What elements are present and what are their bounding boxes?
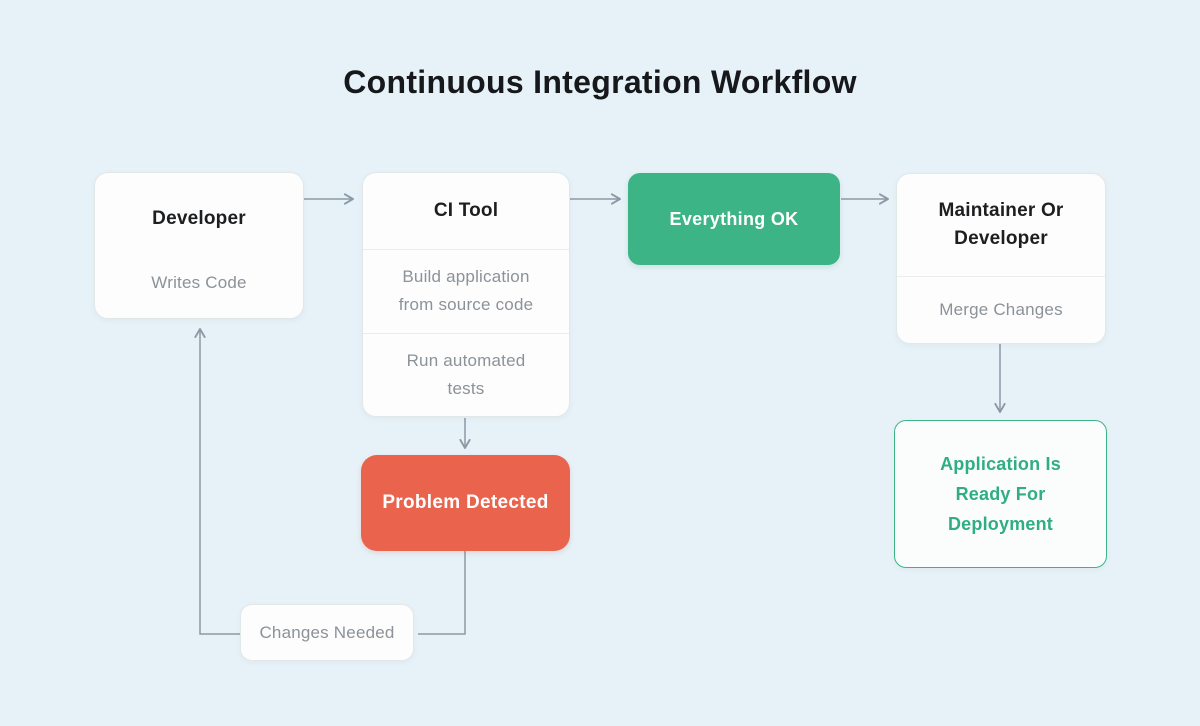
connector-problem-to-changes [418, 551, 466, 635]
everything-ok-label: Everything OK [669, 208, 799, 229]
ci-tool-step-tests: Run automated tests [363, 332, 569, 417]
connector-changes-to-developer [194, 328, 240, 635]
node-changes-needed: Changes Needed [240, 604, 414, 661]
developer-title: Developer [152, 208, 246, 229]
developer-subtitle: Writes Code [151, 273, 247, 292]
node-application-ready: Application Is Ready For Deployment [894, 420, 1107, 568]
node-developer: Developer Writes Code [94, 172, 304, 319]
maintainer-title: Maintainer Or Developer [938, 200, 1064, 249]
node-maintainer-or-developer: Maintainer Or Developer Merge Changes [896, 173, 1106, 344]
diagram-title: Continuous Integration Workflow [343, 64, 857, 100]
ci-tool-step-build: Build application from source code [363, 249, 569, 333]
application-ready-label: Application Is Ready For Deployment [940, 454, 1061, 534]
maintainer-subtitle: Merge Changes [897, 276, 1105, 343]
node-problem-detected: Problem Detected [361, 455, 570, 551]
problem-detected-label: Problem Detected [382, 492, 549, 513]
ci-tool-title: CI Tool [433, 200, 499, 221]
changes-needed-label: Changes Needed [259, 622, 395, 642]
node-everything-ok: Everything OK [628, 173, 840, 265]
node-ci-tool: CI Tool Build application from source co… [362, 172, 570, 417]
